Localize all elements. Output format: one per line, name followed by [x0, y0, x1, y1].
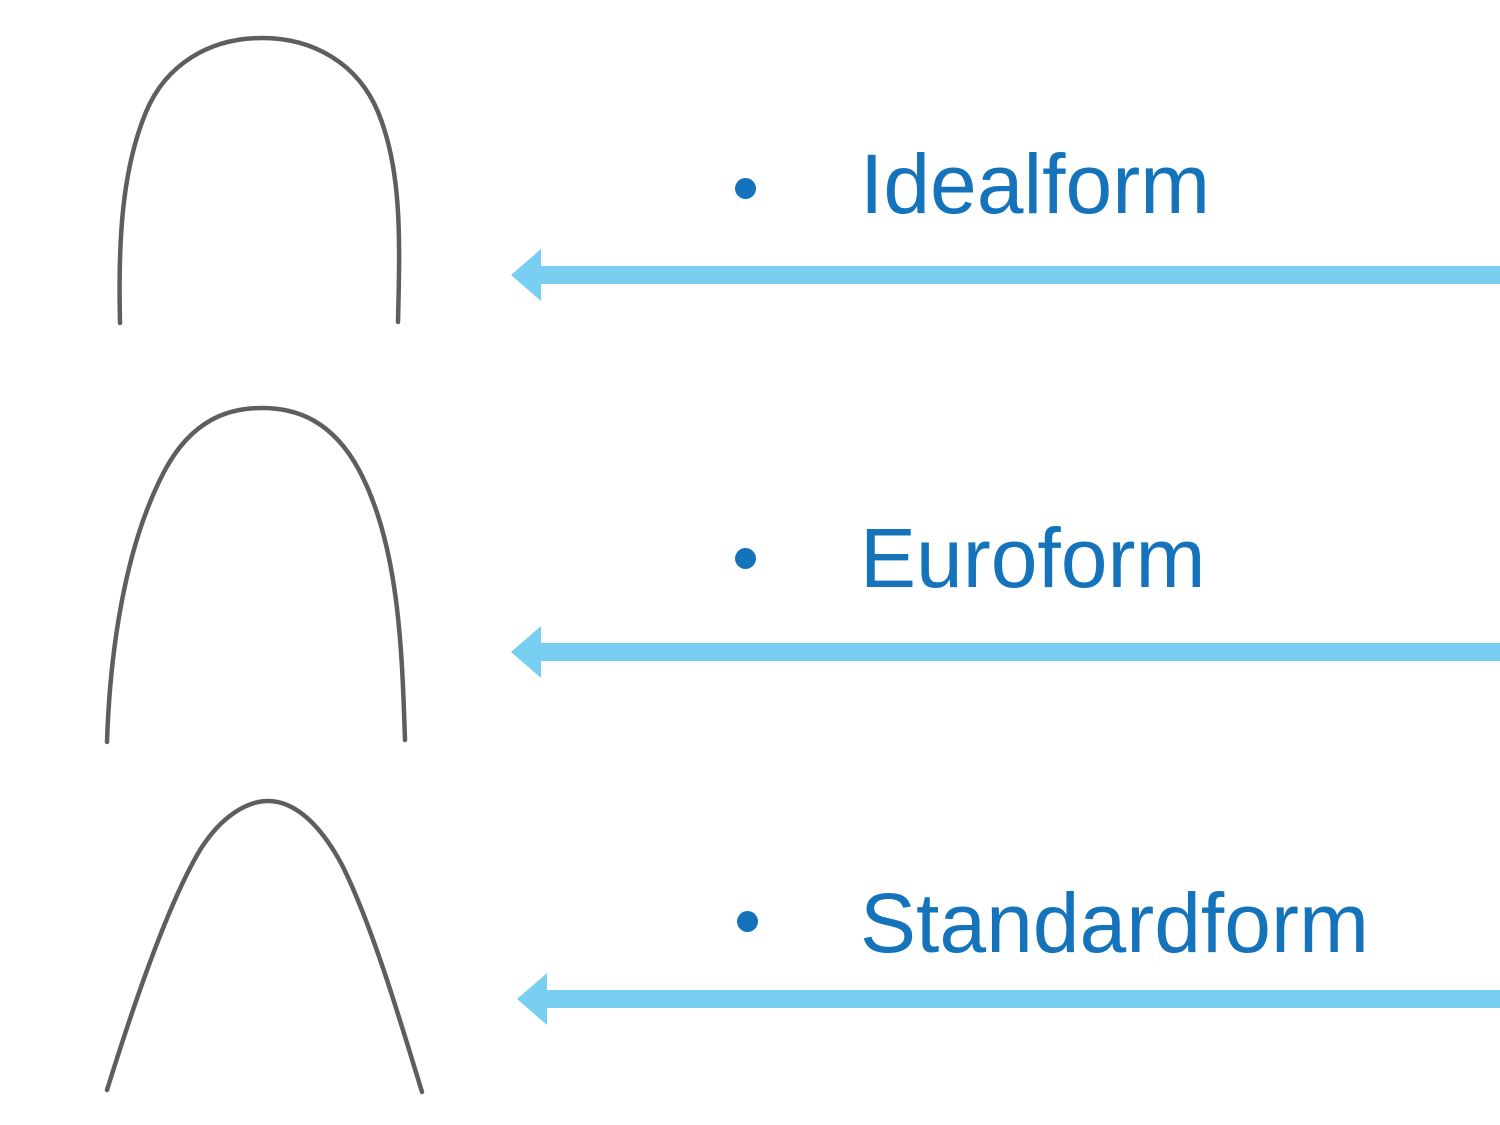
- bullet-dot: [735, 178, 756, 199]
- euroform-archwire-icon: [104, 405, 408, 745]
- left-arrow: [517, 973, 1500, 1025]
- label-idealform: Idealform: [860, 137, 1211, 231]
- bullet-dot: [735, 548, 756, 569]
- label-standardform: Standardform: [860, 876, 1369, 970]
- left-arrow: [511, 626, 1500, 678]
- left-arrow: [511, 249, 1500, 301]
- standardform-archwire-icon: [104, 798, 425, 1095]
- idealform-archwire-icon: [117, 35, 402, 326]
- label-euroform: Euroform: [860, 511, 1206, 605]
- bullet-dot: [737, 911, 758, 932]
